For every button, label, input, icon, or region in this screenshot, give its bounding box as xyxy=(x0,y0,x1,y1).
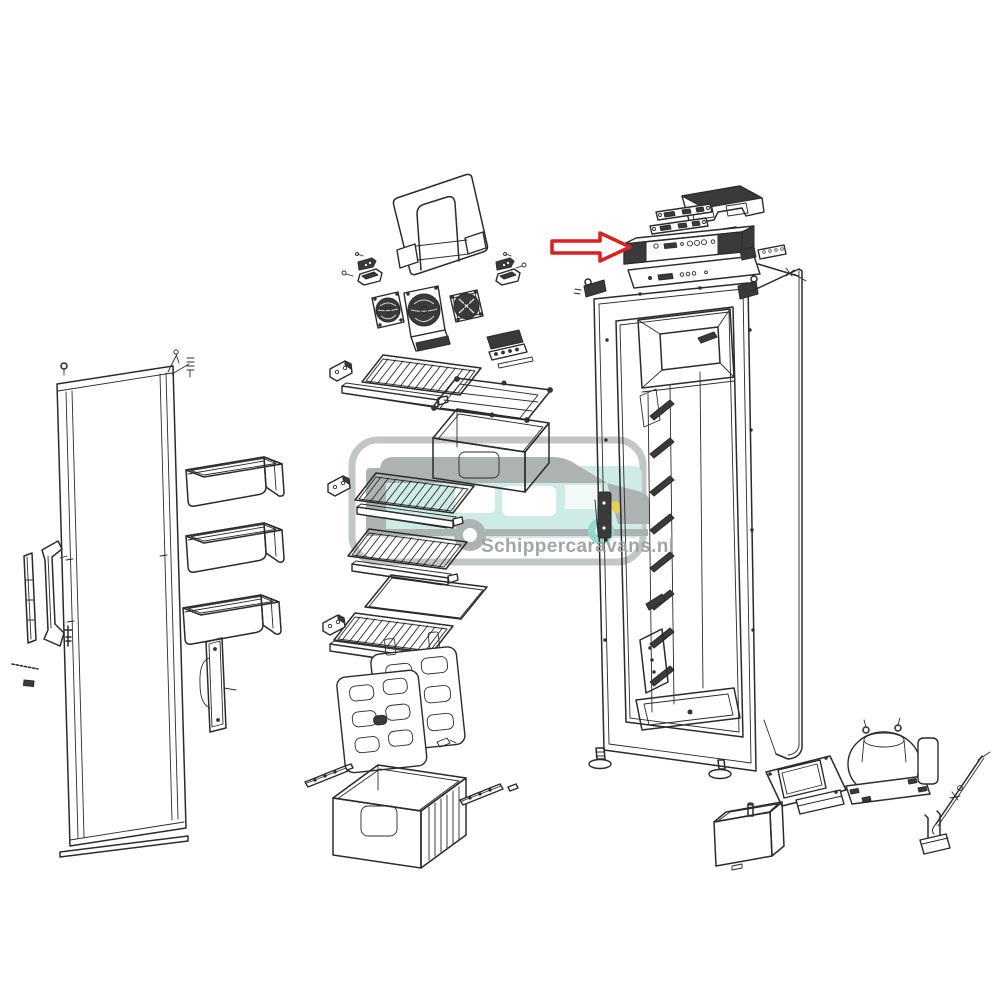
side-panel xyxy=(751,268,803,760)
van-window-1 xyxy=(455,486,495,513)
drawer-rail-right xyxy=(459,783,519,806)
mounting-bracket-small xyxy=(919,810,951,855)
door-bottom-trim xyxy=(59,835,189,858)
van-nose xyxy=(607,483,650,524)
interior-floor xyxy=(635,687,741,731)
van-roof xyxy=(380,457,607,483)
watermark-text: Schippercaravans.nl xyxy=(481,536,674,557)
cabinet-body xyxy=(593,282,757,772)
door-panel xyxy=(56,362,187,847)
cabinet-assembly xyxy=(573,185,807,780)
evaporator-cover xyxy=(392,173,489,276)
hinge-top-right xyxy=(737,275,759,300)
condensate-container xyxy=(713,801,785,871)
door-top-screws xyxy=(167,349,195,378)
divider-panel-front xyxy=(336,669,428,774)
freezer-compartment xyxy=(637,308,735,428)
door-hinge-mid xyxy=(594,491,612,539)
control-pcb-strip-1 xyxy=(655,203,713,221)
van-headlight xyxy=(611,500,621,514)
drawer-rail-left xyxy=(304,763,354,788)
interior-ribs xyxy=(647,371,704,713)
capillary-tube xyxy=(931,751,991,835)
van-window-2 xyxy=(502,486,556,516)
control-fascia xyxy=(627,255,761,289)
glass-shelf xyxy=(364,574,488,620)
fan-plate-1 xyxy=(371,291,405,329)
vent-strip-holes xyxy=(488,343,534,369)
van-rear-hub xyxy=(463,528,477,542)
interior-bracket xyxy=(639,593,669,694)
hinge-bracket-right xyxy=(495,252,527,286)
crisper-drawer xyxy=(432,408,550,493)
shelf-rail-frame xyxy=(431,376,553,423)
highlight-arrow-icon xyxy=(550,231,632,263)
compressor xyxy=(845,717,939,805)
door-assembly xyxy=(11,349,285,858)
control-pcb-strip-2 xyxy=(649,217,709,235)
fan-plate-2 xyxy=(403,285,451,352)
handle-bolt xyxy=(23,679,35,687)
fan-unit xyxy=(449,289,484,323)
cabinet-foot-left xyxy=(588,747,612,770)
hinge-bracket-left xyxy=(341,252,383,286)
handle-screw xyxy=(64,625,73,647)
vent-strip-dark xyxy=(486,329,524,350)
freezer-drawer xyxy=(332,764,467,869)
door-handle-parts xyxy=(11,540,73,687)
drawer-clip xyxy=(436,737,457,748)
hinge-top-left xyxy=(573,278,607,298)
drip-tray-bracket xyxy=(765,755,847,815)
threaded-rod xyxy=(11,663,39,670)
cabinet-foot-right xyxy=(708,759,732,780)
handle-grip xyxy=(41,540,65,647)
van-skirt xyxy=(366,529,648,536)
vent-part-top-right xyxy=(739,244,807,282)
